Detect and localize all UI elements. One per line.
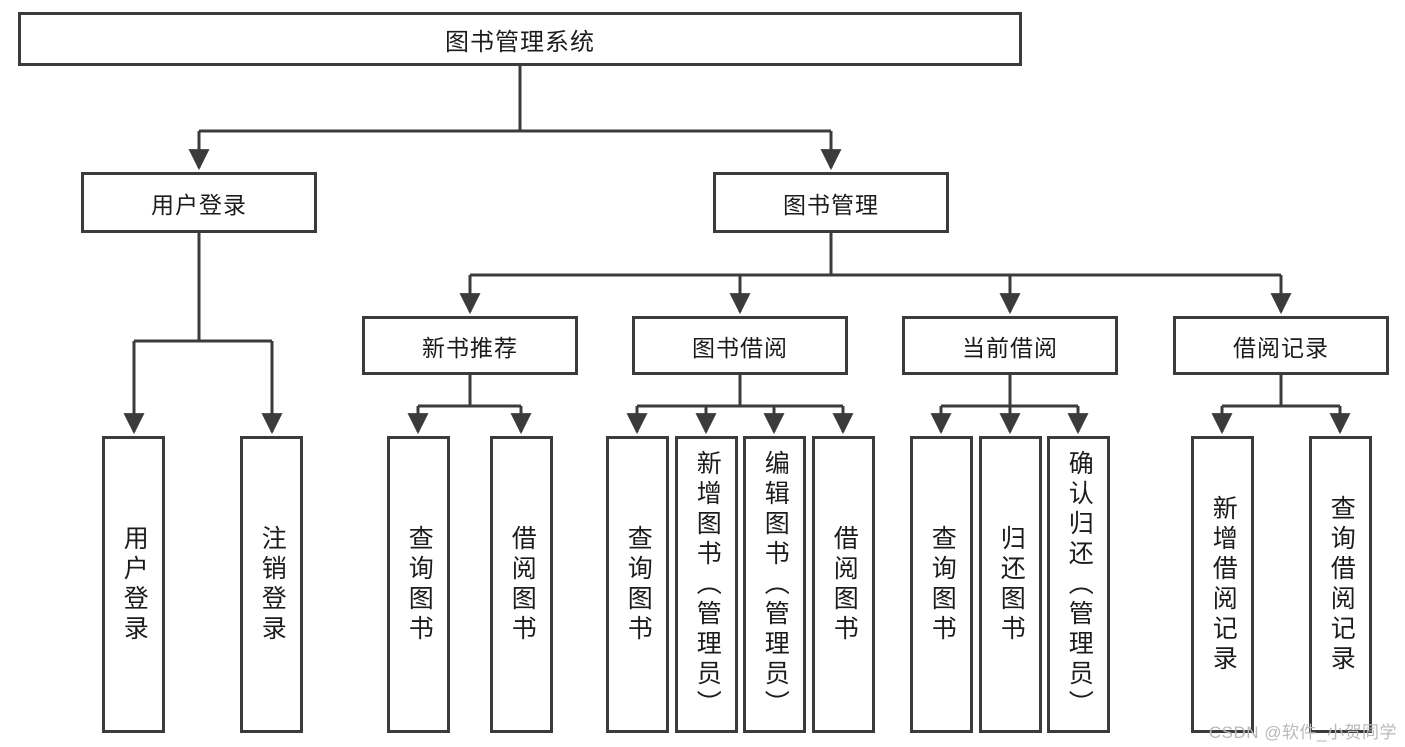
leaf-current-return-book[interactable]: 归还图书 xyxy=(979,436,1042,733)
node-current-borrow[interactable]: 当前借阅 xyxy=(902,316,1118,375)
node-current-borrow-label: 当前借阅 xyxy=(962,334,1058,361)
node-root[interactable]: 图书管理系统 xyxy=(18,12,1022,66)
leaf-label: 新增图书（管理员） xyxy=(693,449,722,720)
leaf-label: 查询借阅记录 xyxy=(1327,494,1356,675)
leaf-label: 编辑图书（管理员） xyxy=(761,449,790,720)
leaf-user-login-login[interactable]: 用户登录 xyxy=(102,436,165,733)
leaf-recommend-borrow-book[interactable]: 借阅图书 xyxy=(490,436,553,733)
leaf-label: 确认归还（管理员） xyxy=(1065,449,1094,720)
leaf-recommend-query-book[interactable]: 查询图书 xyxy=(387,436,450,733)
leaf-label: 新增借阅记录 xyxy=(1209,494,1238,675)
leaf-borrow-add-book-admin[interactable]: 新增图书（管理员） xyxy=(675,436,738,733)
node-book-manage-label: 图书管理 xyxy=(783,191,879,218)
leaf-label: 借阅图书 xyxy=(508,524,537,645)
leaf-borrow-edit-book-admin[interactable]: 编辑图书（管理员） xyxy=(743,436,806,733)
node-borrow-records-label: 借阅记录 xyxy=(1233,334,1329,361)
leaf-current-query-book[interactable]: 查询图书 xyxy=(910,436,973,733)
leaf-label: 归还图书 xyxy=(997,524,1026,645)
node-book-borrow-label: 图书借阅 xyxy=(692,334,788,361)
node-borrow-records[interactable]: 借阅记录 xyxy=(1173,316,1389,375)
leaf-records-add-record[interactable]: 新增借阅记录 xyxy=(1191,436,1254,733)
leaf-label: 查询图书 xyxy=(928,524,957,645)
leaf-borrow-query-book[interactable]: 查询图书 xyxy=(606,436,669,733)
leaf-current-confirm-return-admin[interactable]: 确认归还（管理员） xyxy=(1047,436,1110,733)
leaf-label: 查询图书 xyxy=(405,524,434,645)
leaf-label: 借阅图书 xyxy=(830,524,859,645)
node-root-label: 图书管理系统 xyxy=(445,28,595,56)
node-new-book-recommend-label: 新书推荐 xyxy=(422,334,518,361)
node-user-login-label: 用户登录 xyxy=(151,191,247,218)
watermark: CSDN @软件_小贺同学 xyxy=(1208,723,1397,742)
leaf-user-login-logout[interactable]: 注销登录 xyxy=(240,436,303,733)
node-book-borrow[interactable]: 图书借阅 xyxy=(632,316,848,375)
leaf-borrow-borrow-book[interactable]: 借阅图书 xyxy=(812,436,875,733)
node-user-login[interactable]: 用户登录 xyxy=(81,172,317,233)
leaf-label: 用户登录 xyxy=(120,524,149,645)
leaf-label: 注销登录 xyxy=(258,524,287,645)
node-new-book-recommend[interactable]: 新书推荐 xyxy=(362,316,578,375)
leaf-label: 查询图书 xyxy=(624,524,653,645)
node-book-manage[interactable]: 图书管理 xyxy=(713,172,949,233)
leaf-records-query-record[interactable]: 查询借阅记录 xyxy=(1309,436,1372,733)
